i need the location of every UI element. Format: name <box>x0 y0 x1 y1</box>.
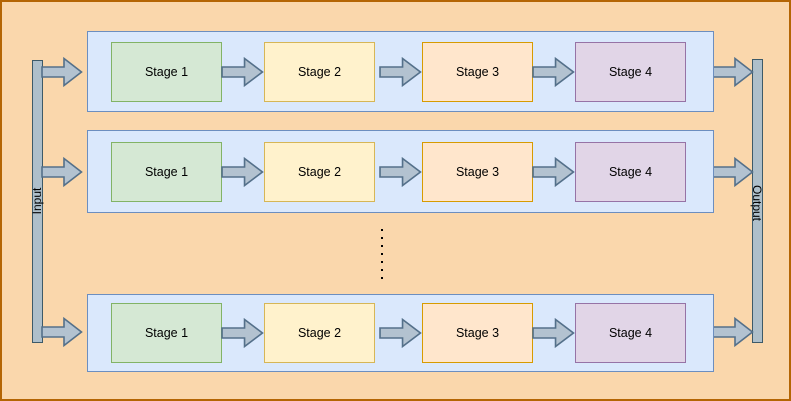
stage-box: Stage 4 <box>575 41 686 102</box>
stage-box: Stage 1 <box>111 303 222 363</box>
stage-box: Stage 3 <box>422 41 533 102</box>
stage-arrow <box>221 318 264 348</box>
stage-box: Stage 1 <box>111 41 222 102</box>
output-arrow-row-2 <box>712 157 754 187</box>
stage-arrow <box>532 156 575 187</box>
pipeline-row-3: Stage 1 Stage 2 Stage 3 Stage 4 <box>87 294 714 372</box>
stage-arrow <box>379 56 422 87</box>
pipeline-row-1: Stage 1 Stage 2 Stage 3 Stage 4 <box>87 31 714 112</box>
output-bus-bar <box>752 59 763 343</box>
stage-arrow <box>221 56 264 87</box>
pipeline-row-2: Stage 1 Stage 2 Stage 3 Stage 4 <box>87 130 714 213</box>
stage-arrow <box>379 156 422 187</box>
input-arrow-row-1 <box>41 57 83 87</box>
stage-box: Stage 2 <box>264 41 375 102</box>
stage-box: Stage 3 <box>422 303 533 363</box>
stage-box: Stage 4 <box>575 303 686 363</box>
continuation-dots <box>381 229 383 285</box>
input-arrow-row-2 <box>41 157 83 187</box>
stage-arrow <box>532 56 575 87</box>
stage-arrow <box>532 318 575 348</box>
input-bus-bar <box>32 60 43 343</box>
stage-box: Stage 2 <box>264 303 375 363</box>
stage-box: Stage 3 <box>422 141 533 202</box>
output-arrow-row-3 <box>712 317 754 347</box>
stage-box: Stage 1 <box>111 141 222 202</box>
stage-arrow <box>221 156 264 187</box>
input-arrow-row-3 <box>41 317 83 347</box>
stage-box: Stage 2 <box>264 141 375 202</box>
output-arrow-row-1 <box>712 57 754 87</box>
stage-arrow <box>379 318 422 348</box>
stage-box: Stage 4 <box>575 141 686 202</box>
